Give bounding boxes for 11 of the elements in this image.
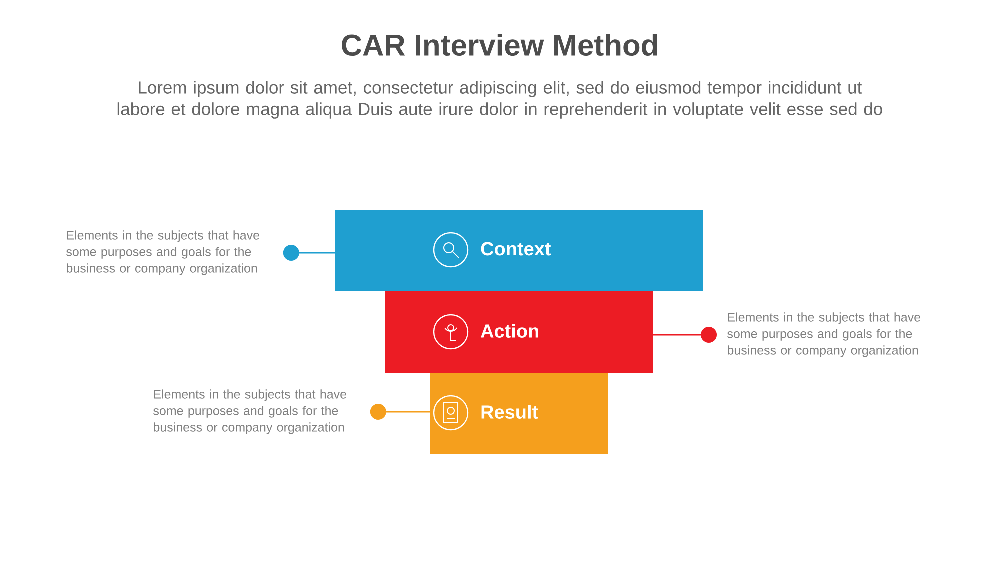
connector-line <box>653 327 717 343</box>
connector-line <box>283 245 335 261</box>
description-text: Elements in the subjects that have some purposes and goals for the business or company organization <box>728 312 920 358</box>
description-text: Elements in the subjects that have some purposes and goals for the business or company organization <box>154 390 346 434</box>
title: CAR Interview Method <box>342 34 658 56</box>
step-box: Action <box>385 291 654 374</box>
subtitle: Lorem ipsum dolor sit amet, consectetur adipiscing elit, sed do eiusmod tempor incididunt ut labore et dolore magna aliqua Duis aute irure dolor in reprehenderit in voluptate velit esse sed do <box>118 81 882 119</box>
step-box: Context <box>335 210 704 292</box>
step-box: Result <box>430 373 608 454</box>
description-text: Elements in the subjects that have some purposes and goals for the business or company organization <box>66 230 260 276</box>
connector-line <box>370 404 430 420</box>
